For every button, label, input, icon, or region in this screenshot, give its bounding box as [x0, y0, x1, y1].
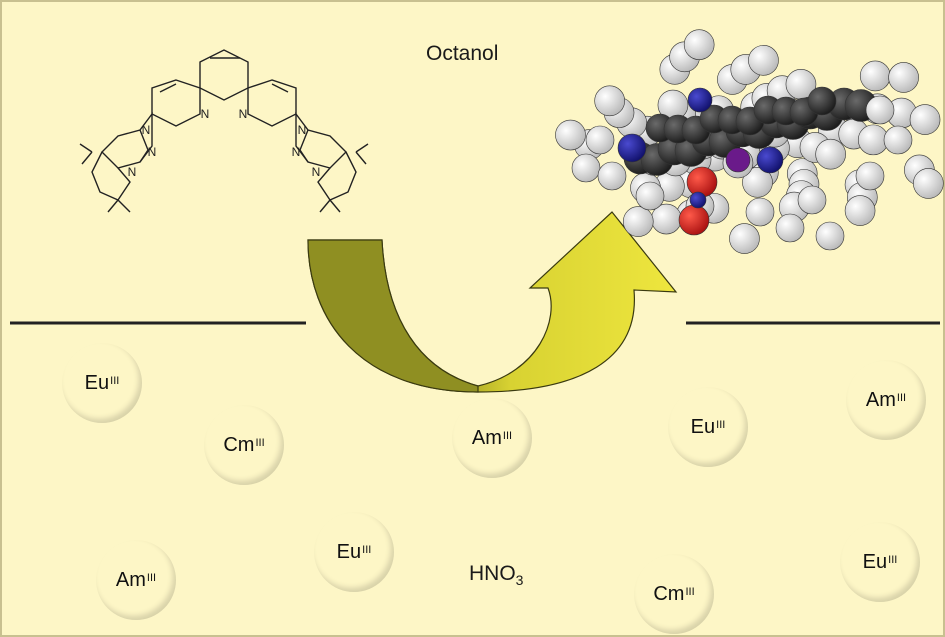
ion-charge: III	[502, 430, 513, 442]
ion-charge: III	[255, 437, 265, 449]
ligand-nitrogen-labels: N N N N N N N N	[128, 107, 321, 179]
nitrogen-label: N	[128, 165, 137, 179]
molecule-atom	[748, 45, 779, 76]
molecule-atom	[725, 147, 751, 173]
molecule-atom	[594, 85, 625, 117]
molecule-atom	[745, 197, 775, 227]
ion-symbol: Am	[865, 388, 896, 411]
ion-charge: III	[685, 586, 695, 598]
ion-charge: III	[146, 572, 157, 584]
molecule-atom	[859, 60, 891, 92]
aqueous-phase-label: HNO3	[469, 562, 523, 588]
molecule-atom	[797, 185, 827, 215]
nitrogen-label: N	[292, 145, 301, 159]
aqueous-formula-subscript: 3	[515, 572, 524, 589]
molecule-atom	[883, 125, 913, 155]
molecule-atom	[775, 213, 805, 243]
ion-symbol: Am	[115, 568, 146, 591]
ion-symbol: Eu	[84, 371, 110, 394]
molecule-atom	[913, 168, 944, 199]
ion-symbol: Am	[471, 426, 502, 449]
ligand-structure	[79, 49, 369, 213]
molecule-atom	[617, 133, 647, 163]
molecule-atom	[742, 167, 773, 198]
nitrogen-label: N	[142, 123, 151, 137]
molecule-atom	[844, 195, 876, 226]
molecule-atom	[815, 138, 846, 170]
molecule-atom	[909, 104, 941, 135]
molecule-atom	[729, 223, 760, 254]
nitrogen-label: N	[312, 165, 321, 179]
molecule-atom	[888, 62, 919, 93]
ion-symbol: Cm	[223, 433, 255, 456]
ion-charge: III	[896, 392, 907, 404]
complex-space-filling-model	[555, 29, 944, 254]
molecule-atom	[689, 191, 707, 209]
molecule-atom	[571, 153, 601, 183]
nitrogen-label: N	[201, 107, 210, 121]
organic-phase-label: Octanol	[426, 42, 499, 65]
molecule-atom	[585, 125, 615, 155]
molecule-atom	[635, 181, 665, 211]
molecule-atom	[756, 146, 784, 174]
molecule-atom	[815, 221, 845, 251]
ion-symbol: Eu	[336, 540, 362, 563]
molecule-atom	[687, 87, 713, 113]
transfer-arrow	[307, 211, 678, 393]
molecule-atom	[622, 206, 654, 237]
molecule-atom	[855, 161, 885, 191]
molecule-atom	[555, 119, 586, 151]
molecule-atom	[678, 204, 710, 236]
aqueous-formula: HNO	[469, 562, 516, 585]
molecule-atom	[683, 29, 715, 60]
ion-charge: III	[716, 419, 726, 431]
nitrogen-label: N	[148, 145, 157, 159]
molecule-atom	[865, 95, 895, 125]
ion-symbol: Eu	[862, 550, 888, 573]
nitrogen-label: N	[239, 107, 248, 121]
molecule-atom	[807, 86, 837, 116]
molecule-atom	[597, 161, 627, 191]
molecule-atom	[686, 166, 718, 198]
ion-charge: III	[888, 554, 898, 566]
ion-symbol: Eu	[690, 415, 716, 438]
nitrogen-label: N	[298, 123, 307, 137]
ion-charge: III	[110, 375, 120, 387]
ion-symbol: Cm	[653, 582, 685, 605]
ion-charge: III	[362, 544, 372, 556]
